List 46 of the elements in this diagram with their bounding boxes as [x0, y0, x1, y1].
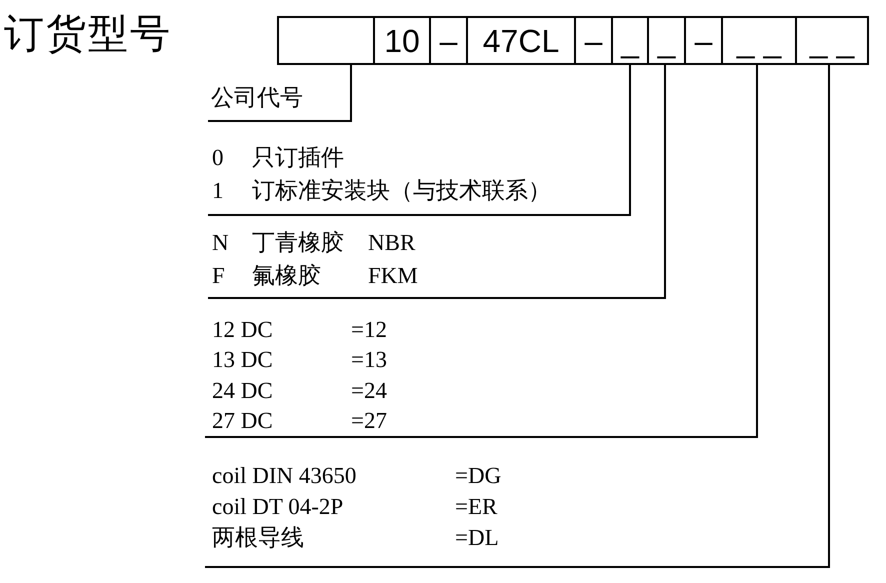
option-value: =DL [455, 525, 499, 552]
option-bracket [208, 74, 352, 122]
code-cell: _ _ [795, 16, 869, 65]
option-bracket [208, 142, 631, 216]
bracket-label: 公司代号 [211, 84, 303, 112]
code-cell: 47CL [466, 16, 576, 65]
option-code: 0 [212, 145, 224, 172]
option-code: N [212, 230, 229, 257]
option-text: 13 DC [212, 347, 273, 374]
option-bracket [208, 227, 666, 299]
option-value: =24 [351, 378, 387, 404]
option-value: =12 [351, 316, 387, 344]
leader-line [756, 65, 758, 315]
option-code: F [212, 263, 225, 290]
option-text: 12 DC [212, 316, 273, 344]
code-cell: – [574, 16, 613, 65]
option-text: 两根导线 [212, 525, 304, 552]
option-value: =DG [455, 463, 502, 490]
code-cell [277, 16, 375, 65]
option-bracket [205, 315, 758, 438]
code-cell: _ [647, 16, 686, 65]
code-cell: _ [611, 16, 649, 65]
title-text: 订货型号 [4, 10, 172, 58]
option-bracket [205, 461, 830, 568]
leader-line [828, 65, 830, 461]
code-cell: _ _ [721, 16, 797, 65]
option-text: 只订插件 [252, 145, 344, 172]
option-text: 氟橡胶 [252, 263, 321, 290]
option-text: 丁青橡胶 [252, 230, 344, 257]
option-text: 24 DC [212, 378, 273, 404]
code-cell: – [429, 16, 468, 65]
option-text: coil DT 04-2P [212, 494, 344, 521]
leader-line [629, 65, 631, 142]
leader-line [350, 65, 352, 74]
option-text: 27 DC [212, 408, 273, 434]
option-value: =13 [351, 347, 387, 374]
option-text: coil DIN 43650 [212, 463, 356, 490]
leader-line [664, 65, 666, 227]
option-code: 1 [212, 178, 224, 205]
option-text: 订标准安装块（与技术联系） [252, 178, 551, 205]
option-value: NBR [368, 230, 416, 257]
code-cell: – [684, 16, 723, 65]
option-value: =27 [351, 408, 387, 434]
option-value: =ER [455, 494, 498, 521]
option-value: FKM [368, 263, 418, 290]
code-cell: 10 [373, 16, 431, 65]
